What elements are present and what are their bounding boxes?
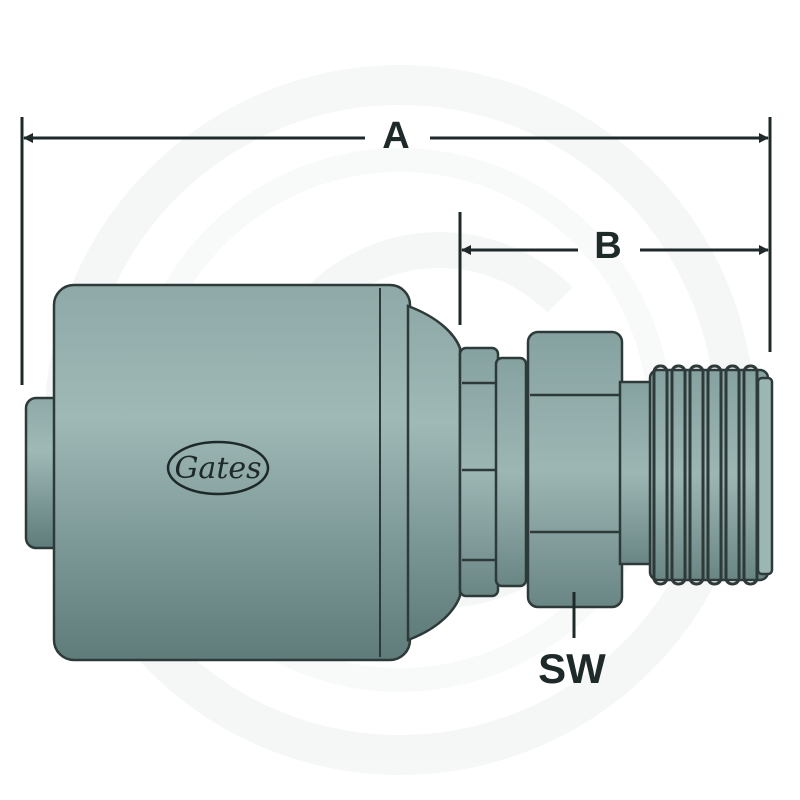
dim-b-label: B <box>594 225 621 267</box>
gates-logo: Gates <box>166 440 270 496</box>
neck-ring-inner <box>494 356 528 588</box>
logo-text: Gates <box>174 451 261 486</box>
dim-a-label: A <box>382 115 409 157</box>
hex-nut <box>526 330 624 609</box>
thread-section <box>648 364 774 586</box>
dimension-b <box>458 212 769 325</box>
hydraulic-hose-fitting-icon <box>24 283 774 662</box>
ferrule-shoulder <box>406 304 462 642</box>
dimension-a <box>20 117 772 385</box>
sw-label: SW <box>538 645 606 692</box>
thread-shank <box>618 380 656 566</box>
